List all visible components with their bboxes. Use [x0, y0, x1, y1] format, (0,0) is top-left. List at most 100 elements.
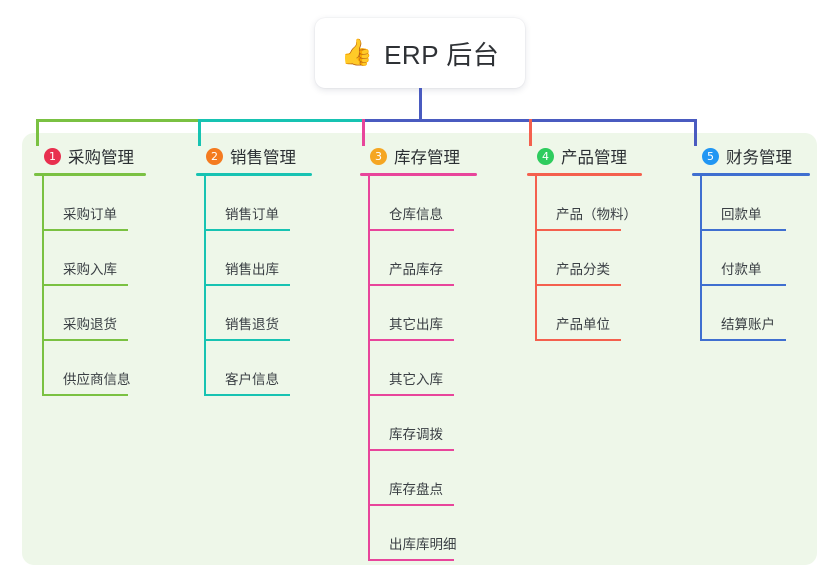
branch-item[interactable]: 销售订单: [196, 176, 312, 231]
branches-panel: [22, 133, 817, 565]
branch-item[interactable]: 结算账户: [692, 286, 810, 341]
branch-item[interactable]: 采购入库: [34, 231, 146, 286]
branch-spine: [700, 176, 702, 341]
branch-item-underline: [700, 284, 786, 286]
branch-title: 采购管理: [68, 149, 134, 167]
branch-item-label: 库存调拨: [389, 427, 443, 442]
branch-item[interactable]: 出库库明细: [360, 506, 477, 561]
branch-header-5[interactable]: 5 财务管理: [692, 144, 810, 168]
branch-items: 回款单付款单结算账户: [692, 176, 810, 341]
branch-header-4[interactable]: 4 产品管理: [527, 144, 642, 168]
branch-item-label: 供应商信息: [63, 372, 131, 387]
branch-item-underline: [368, 449, 454, 451]
branch-item-underline: [42, 394, 128, 396]
branch-spine: [204, 176, 206, 396]
branch-item-label: 采购订单: [63, 207, 117, 222]
branch-header-2[interactable]: 2 销售管理: [196, 144, 312, 168]
branch-spine: [42, 176, 44, 396]
branch-item-label: 产品（物料）: [556, 207, 637, 222]
branch-item-underline: [535, 229, 621, 231]
branch-item-underline: [368, 559, 454, 561]
branch-item-label: 产品分类: [556, 262, 610, 277]
branch-item-underline: [368, 394, 454, 396]
branch-spine: [535, 176, 537, 341]
branch-item[interactable]: 供应商信息: [34, 341, 146, 396]
branch-items: 销售订单销售出库销售退货客户信息: [196, 176, 312, 396]
branch-item-underline: [368, 229, 454, 231]
branch-item-label: 销售退货: [225, 317, 279, 332]
branch-item-label: 库存盘点: [389, 482, 443, 497]
branch-item[interactable]: 销售出库: [196, 231, 312, 286]
thumbs-up-icon: 👍: [340, 38, 374, 68]
branch-item[interactable]: 付款单: [692, 231, 810, 286]
branch-item-underline: [535, 284, 621, 286]
branch-item-label: 采购入库: [63, 262, 117, 277]
branch-item[interactable]: 产品（物料）: [527, 176, 642, 231]
connector-segment-green: [36, 119, 200, 122]
root-title: ERP 后台: [384, 39, 500, 70]
root-node[interactable]: 👍 ERP 后台: [315, 18, 525, 88]
branch-item-underline: [42, 284, 128, 286]
branch-stem-1: [36, 119, 39, 146]
branch-title: 产品管理: [561, 149, 627, 167]
branch-item-underline: [700, 229, 786, 231]
branch-item-underline: [700, 339, 786, 341]
branch-item[interactable]: 产品分类: [527, 231, 642, 286]
branch-item[interactable]: 采购退货: [34, 286, 146, 341]
branch-item[interactable]: 采购订单: [34, 176, 146, 231]
branch-underline: [360, 173, 477, 176]
branch-item[interactable]: 销售退货: [196, 286, 312, 341]
branch-item-underline: [368, 284, 454, 286]
branch-number-badge: 3: [370, 147, 387, 165]
branch-item-underline: [42, 339, 128, 341]
branch-stem-2: [198, 119, 201, 146]
branch-item[interactable]: 回款单: [692, 176, 810, 231]
branch-spine: [368, 176, 370, 561]
branch-item-label: 销售订单: [225, 207, 279, 222]
branch-underline: [34, 173, 146, 176]
branch-underline: [196, 173, 312, 176]
branch-underline: [527, 173, 642, 176]
branch-item-label: 结算账户: [721, 317, 775, 332]
branch-items: 采购订单采购入库采购退货供应商信息: [34, 176, 146, 396]
branch-item-underline: [204, 339, 290, 341]
branch-item[interactable]: 库存盘点: [360, 451, 477, 506]
branch-column-1: 1 采购管理采购订单采购入库采购退货供应商信息: [34, 144, 146, 396]
branch-title: 财务管理: [726, 149, 792, 167]
branch-number-badge: 1: [44, 147, 61, 165]
branch-title: 销售管理: [230, 149, 296, 167]
branch-item[interactable]: 客户信息: [196, 341, 312, 396]
root-stem: [419, 88, 422, 122]
branch-item-label: 回款单: [721, 207, 762, 222]
branch-item[interactable]: 产品单位: [527, 286, 642, 341]
branch-column-2: 2 销售管理销售订单销售出库销售退货客户信息: [196, 144, 312, 396]
branch-item-underline: [204, 394, 290, 396]
branch-number-badge: 4: [537, 147, 554, 165]
branch-item-label: 采购退货: [63, 317, 117, 332]
branch-item-underline: [535, 339, 621, 341]
branch-item-label: 客户信息: [225, 372, 279, 387]
branch-column-4: 4 产品管理产品（物料） 产品分类产品单位: [527, 144, 642, 341]
branch-item[interactable]: 其它入库: [360, 341, 477, 396]
branch-item-underline: [368, 504, 454, 506]
branch-item-underline: [368, 339, 454, 341]
branch-number-badge: 5: [702, 147, 719, 165]
branch-item-label: 付款单: [721, 262, 762, 277]
branch-item[interactable]: 仓库信息: [360, 176, 477, 231]
branch-item-underline: [42, 229, 128, 231]
branch-item-label: 出库库明细: [389, 537, 457, 552]
branch-item-underline: [204, 284, 290, 286]
branch-item[interactable]: 产品库存: [360, 231, 477, 286]
branch-item-label: 其它入库: [389, 372, 443, 387]
branch-item[interactable]: 库存调拨: [360, 396, 477, 451]
branch-header-1[interactable]: 1 采购管理: [34, 144, 146, 168]
branch-item[interactable]: 其它出库: [360, 286, 477, 341]
branch-item-label: 仓库信息: [389, 207, 443, 222]
branch-item-label: 产品单位: [556, 317, 610, 332]
branch-number-badge: 2: [206, 147, 223, 165]
branch-item-label: 产品库存: [389, 262, 443, 277]
branch-stem-3: [362, 119, 365, 146]
